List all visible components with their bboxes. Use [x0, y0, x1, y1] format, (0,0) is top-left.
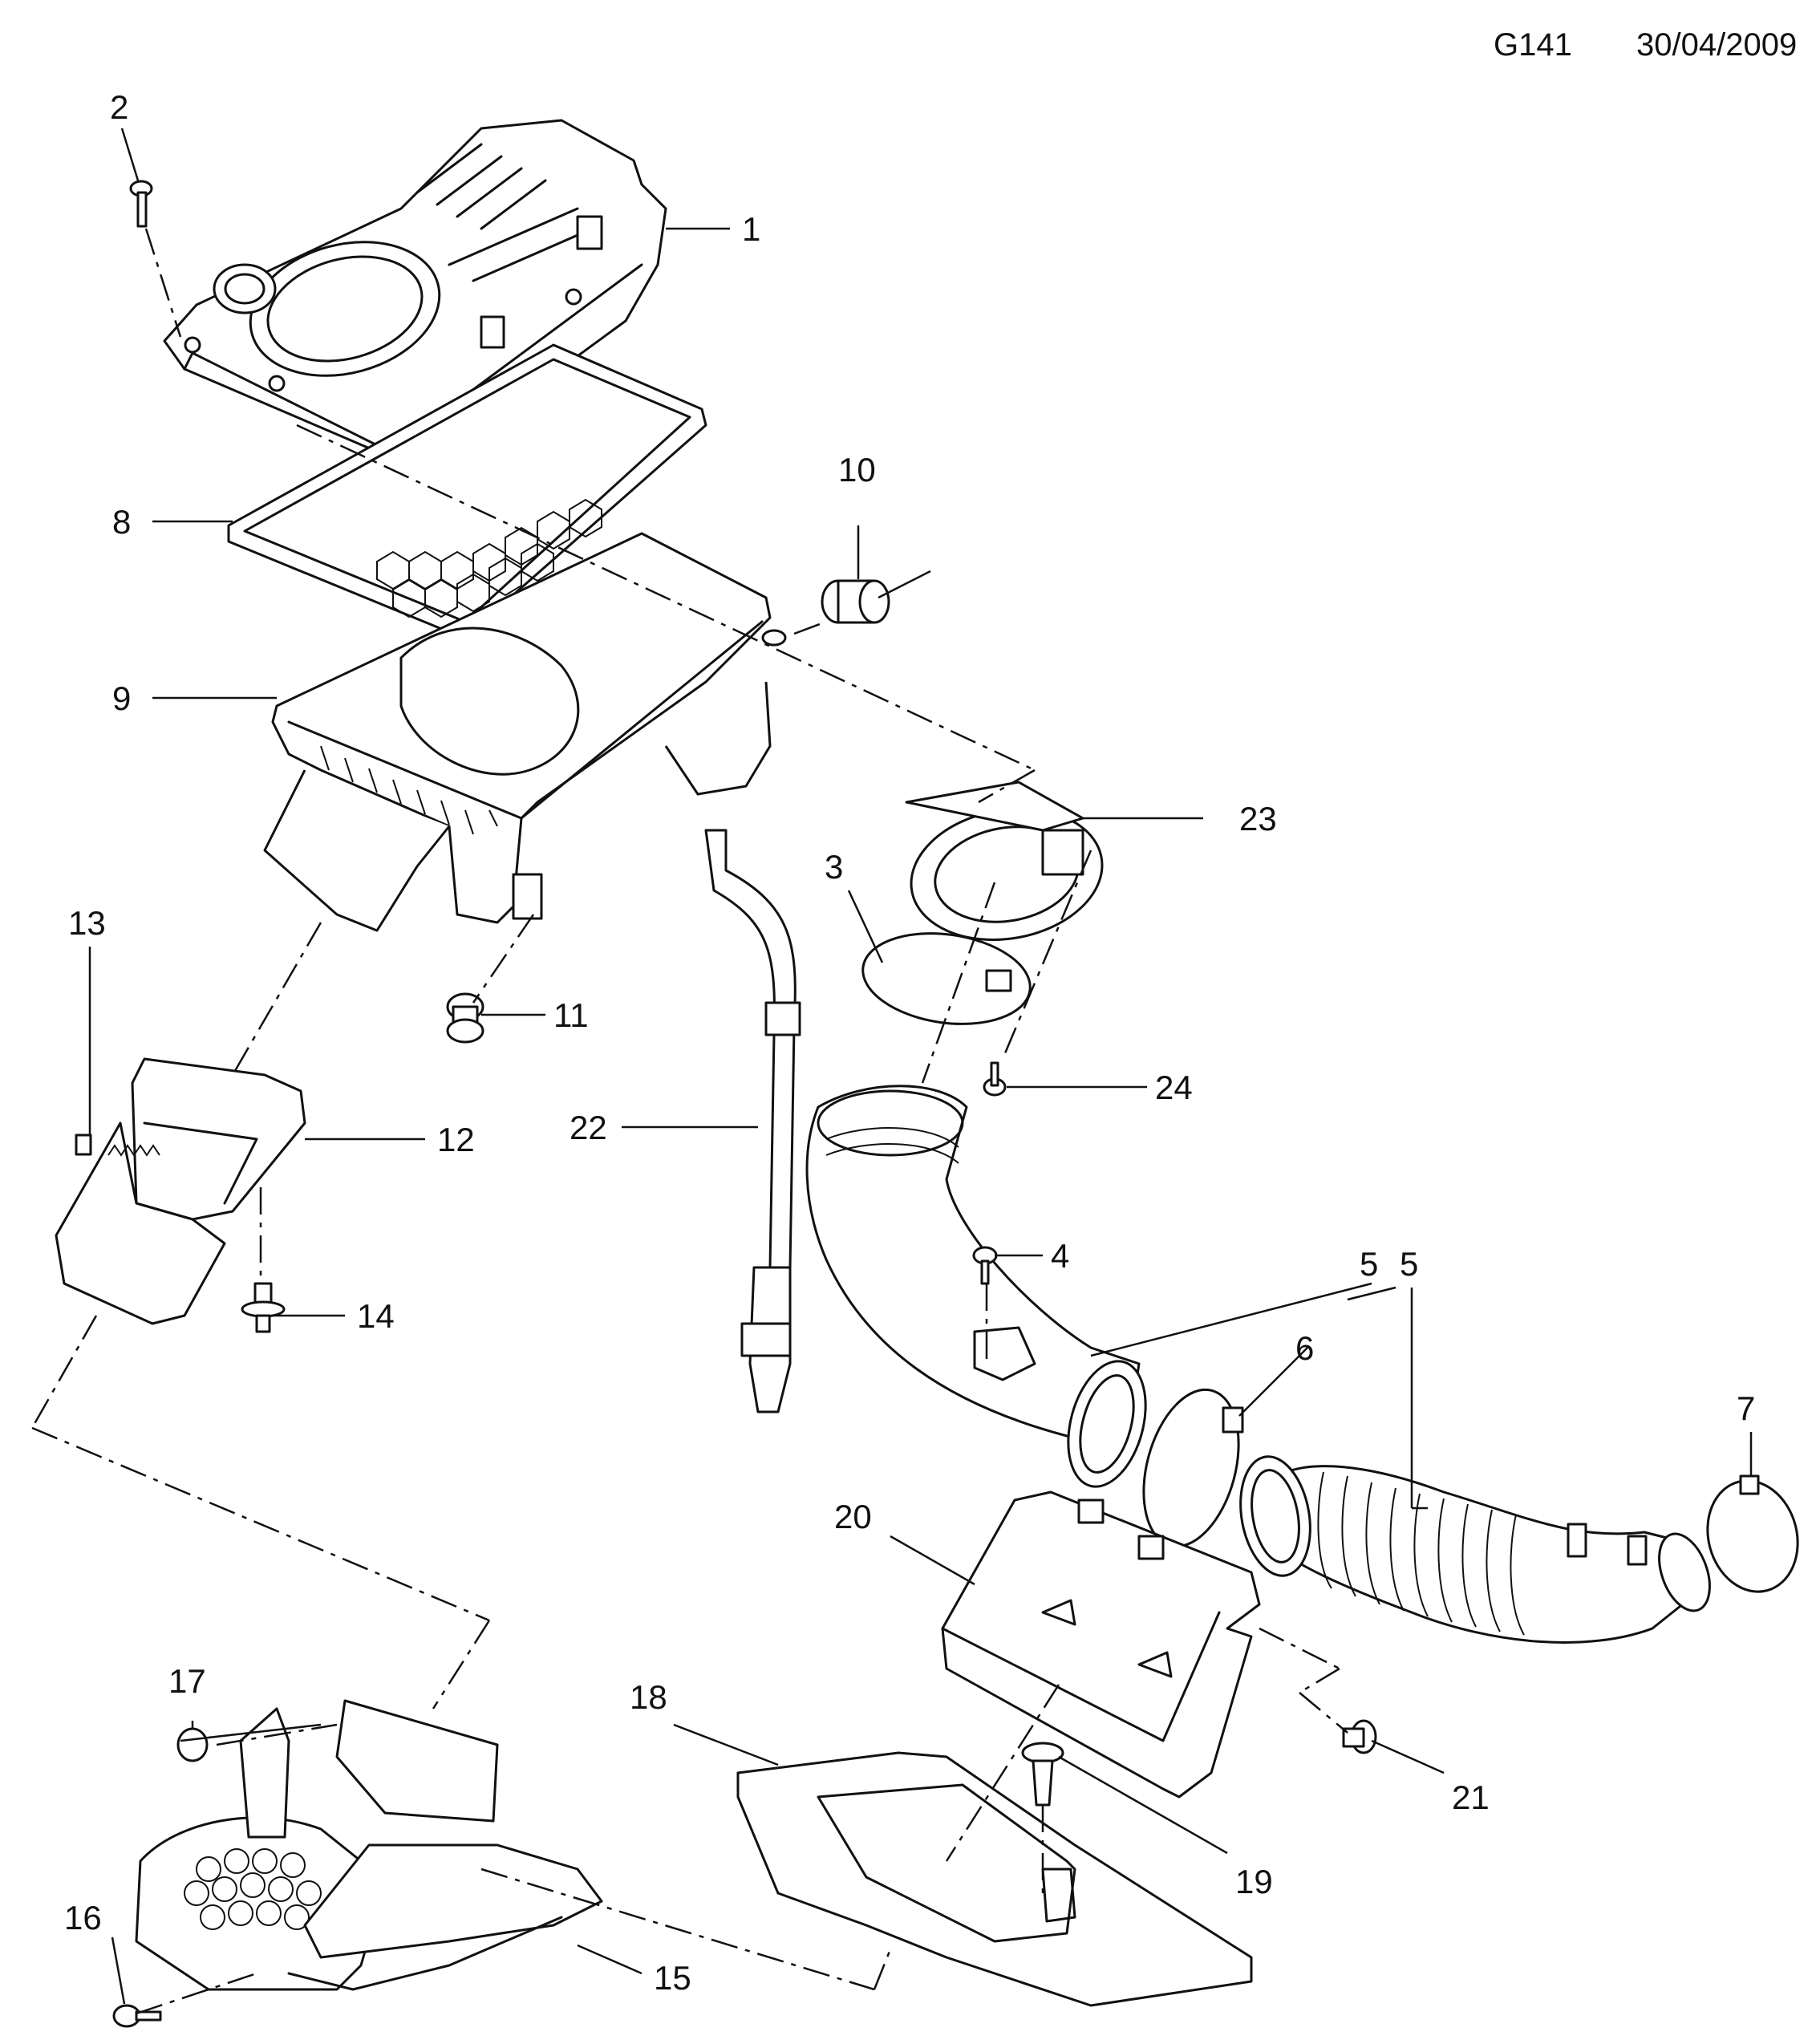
- callout-18: 18: [630, 1678, 667, 1716]
- callout-9: 9: [112, 679, 131, 717]
- clip-part-21: [1342, 1719, 1377, 1754]
- callout-1: 1: [742, 210, 760, 248]
- upper-housing-part: [163, 119, 667, 475]
- callout-24: 24: [1155, 1069, 1193, 1106]
- callout-8: 8: [112, 503, 131, 541]
- callout-6: 6: [1295, 1329, 1314, 1367]
- callout-5a: 5: [1360, 1245, 1378, 1283]
- callout-11: 11: [553, 996, 589, 1034]
- lower-housing-part: [263, 532, 772, 932]
- callout-15: 15: [654, 1959, 691, 1997]
- lower-guide-part: [736, 1751, 1253, 2007]
- corrugated-hose-part: [1239, 1455, 1711, 1644]
- heat-shield-part: [941, 1490, 1261, 1799]
- callout-10: 10: [838, 451, 876, 489]
- screw-part-4: [972, 1246, 998, 1285]
- diagram-code: G141: [1494, 27, 1572, 63]
- callout-20: 20: [834, 1498, 872, 1535]
- callout-5b: 5: [1400, 1245, 1418, 1283]
- callout-7: 7: [1737, 1389, 1755, 1427]
- callout-2: 2: [110, 88, 128, 126]
- clip-part-14: [241, 1282, 286, 1333]
- diagram-date: 30/04/2009: [1636, 27, 1798, 63]
- callout-14: 14: [357, 1297, 395, 1335]
- callout-22: 22: [570, 1109, 607, 1146]
- bushing-part-10: [761, 579, 890, 647]
- mass-air-flow-sensor-part: [905, 781, 1104, 941]
- lower-intake-part: [112, 1699, 603, 2028]
- grommet-part-11: [446, 992, 484, 1044]
- callout-4: 4: [1051, 1237, 1069, 1275]
- assembly-lines: [30, 228, 1348, 2015]
- push-clip-part-19: [1021, 1742, 1064, 1807]
- callout-19: 19: [1235, 1863, 1273, 1900]
- callout-17: 17: [168, 1662, 206, 1700]
- callout-21: 21: [1452, 1778, 1490, 1816]
- callout-23: 23: [1239, 800, 1277, 837]
- intake-hose-bend-part: [805, 1085, 1147, 1488]
- callout-16: 16: [64, 1899, 102, 1937]
- callout-3: 3: [825, 848, 843, 886]
- callout-labels: 1 2 3 4 5 5 6 7 8 9 10 11 12 13 14 15 16…: [64, 88, 1755, 1997]
- screw-part-24: [983, 1061, 1007, 1097]
- leader-lines: [88, 128, 1753, 2005]
- clamp-part-7: [1706, 1474, 1799, 1593]
- air-filter-element-part: [227, 343, 707, 637]
- callout-12: 12: [437, 1121, 475, 1158]
- intake-duct-part: [55, 1057, 306, 1325]
- callout-13: 13: [68, 904, 106, 942]
- vent-hose-part: [704, 829, 801, 1413]
- screw-part-2: [129, 180, 153, 228]
- clamp-part-3: [861, 932, 1032, 1025]
